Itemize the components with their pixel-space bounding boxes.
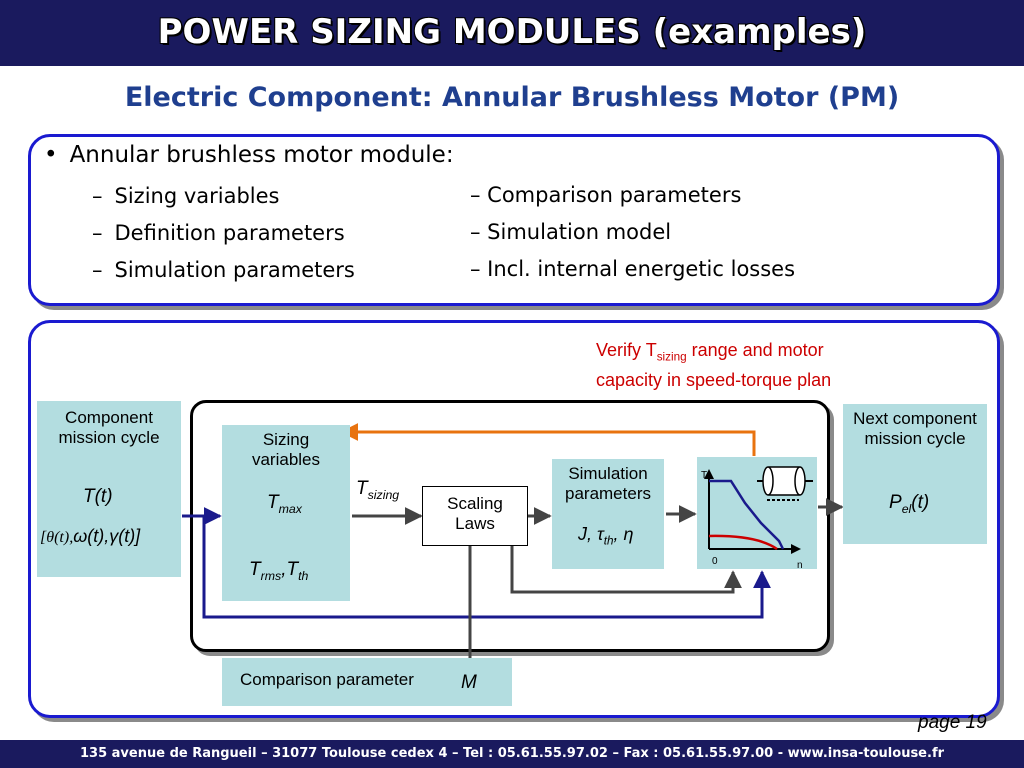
motor-icon — [757, 466, 813, 501]
pel-label: Pel(t) — [889, 492, 930, 516]
comparison-parameter-label: Comparison parameter — [240, 670, 414, 689]
next-cycle-title-1: Next component — [853, 409, 977, 428]
sizing-title-2: variables — [251, 450, 321, 469]
slide-subtitle: Electric Component: Annular Brushless Mo… — [124, 82, 900, 113]
mission-cycle-title-1: Component — [65, 408, 153, 427]
theta-text: [θ(t), — [40, 529, 74, 546]
left-list-text: Definition parameters — [114, 221, 345, 245]
sim-symbols: J, τth, η — [578, 524, 634, 548]
intro-bullet: • Annular brushless motor module: — [44, 142, 454, 168]
page-number: page 19 — [918, 712, 987, 733]
title-bar — [0, 0, 1024, 66]
intro-main-text: Annular brushless motor module: — [69, 142, 454, 168]
sim-title-1: Simulation — [568, 464, 648, 483]
verify-note-line1: Verify Tsizing range and motor — [596, 340, 824, 364]
comparison-parameter-box — [222, 658, 512, 706]
plot-zero-label: 0 — [712, 556, 718, 567]
omega-gamma-text: ω(t),γ(t)] — [73, 526, 141, 546]
dash-glyph: – — [92, 258, 103, 282]
plot-x-arrowhead — [791, 544, 801, 554]
left-list-text: Sizing variables — [114, 184, 280, 208]
left-list-text: Simulation parameters — [114, 258, 355, 282]
bullet-glyph: • — [44, 142, 58, 168]
next-cycle-title-2: mission cycle — [864, 429, 966, 448]
left-list-item-1: –Sizing variables — [92, 184, 280, 208]
simulation-parameters-box: Simulation parameters — [552, 459, 664, 569]
next-mission-cycle-box: Next component mission cycle — [843, 404, 987, 544]
tmax-label: Tmax — [267, 492, 302, 516]
speed-torque-plot — [704, 466, 813, 554]
torque-profile: T(t) — [83, 486, 113, 507]
right-list-item-3: – Incl. internal energetic losses — [470, 257, 796, 281]
sizing-variables-box: Sizing variables — [222, 425, 350, 601]
scaling-laws-line2: Laws — [455, 514, 495, 533]
mission-cycle-title-2: mission cycle — [58, 428, 160, 447]
left-list-item-2: –Definition parameters — [92, 221, 345, 245]
footer-bar: 135 avenue de Rangueil – 31077 Toulouse … — [0, 740, 1024, 768]
mission-cycle-box: Component mission cycle — [37, 401, 181, 577]
verify-note: Verify Tsizing range and motor capacity … — [596, 339, 916, 392]
plot-t-axis-label: T — [701, 470, 708, 481]
right-list-item-1: – Comparison parameters — [470, 183, 742, 207]
plot-red-curve — [708, 534, 778, 551]
sizing-title-1: Sizing — [262, 430, 310, 449]
intro-panel — [28, 134, 1000, 306]
right-list-item-2: – Simulation model — [470, 220, 672, 244]
trms-tth-label: Trms,Tth — [249, 559, 309, 583]
scaling-laws-line1: Scaling — [447, 494, 503, 513]
plot-n-axis-label: n — [797, 560, 803, 571]
plot-y-arrowhead — [704, 469, 714, 479]
kinematics-profile: [θ(t),ω(t),γ(t)] — [40, 526, 140, 547]
sim-title-2: parameters — [565, 484, 651, 503]
dash-glyph: – — [92, 184, 103, 208]
dash-glyph: – — [92, 221, 103, 245]
scaling-laws-box: Scaling Laws — [422, 486, 528, 546]
comparison-symbol: M — [461, 672, 477, 693]
plot-envelope-curve — [709, 479, 785, 550]
tsizing-label: Tsizing — [356, 478, 400, 502]
slide-title: POWER SIZING MODULES (examples) — [157, 12, 867, 52]
verify-note-line2: capacity in speed-torque plan — [596, 369, 832, 390]
left-list-item-3: –Simulation parameters — [92, 258, 355, 282]
